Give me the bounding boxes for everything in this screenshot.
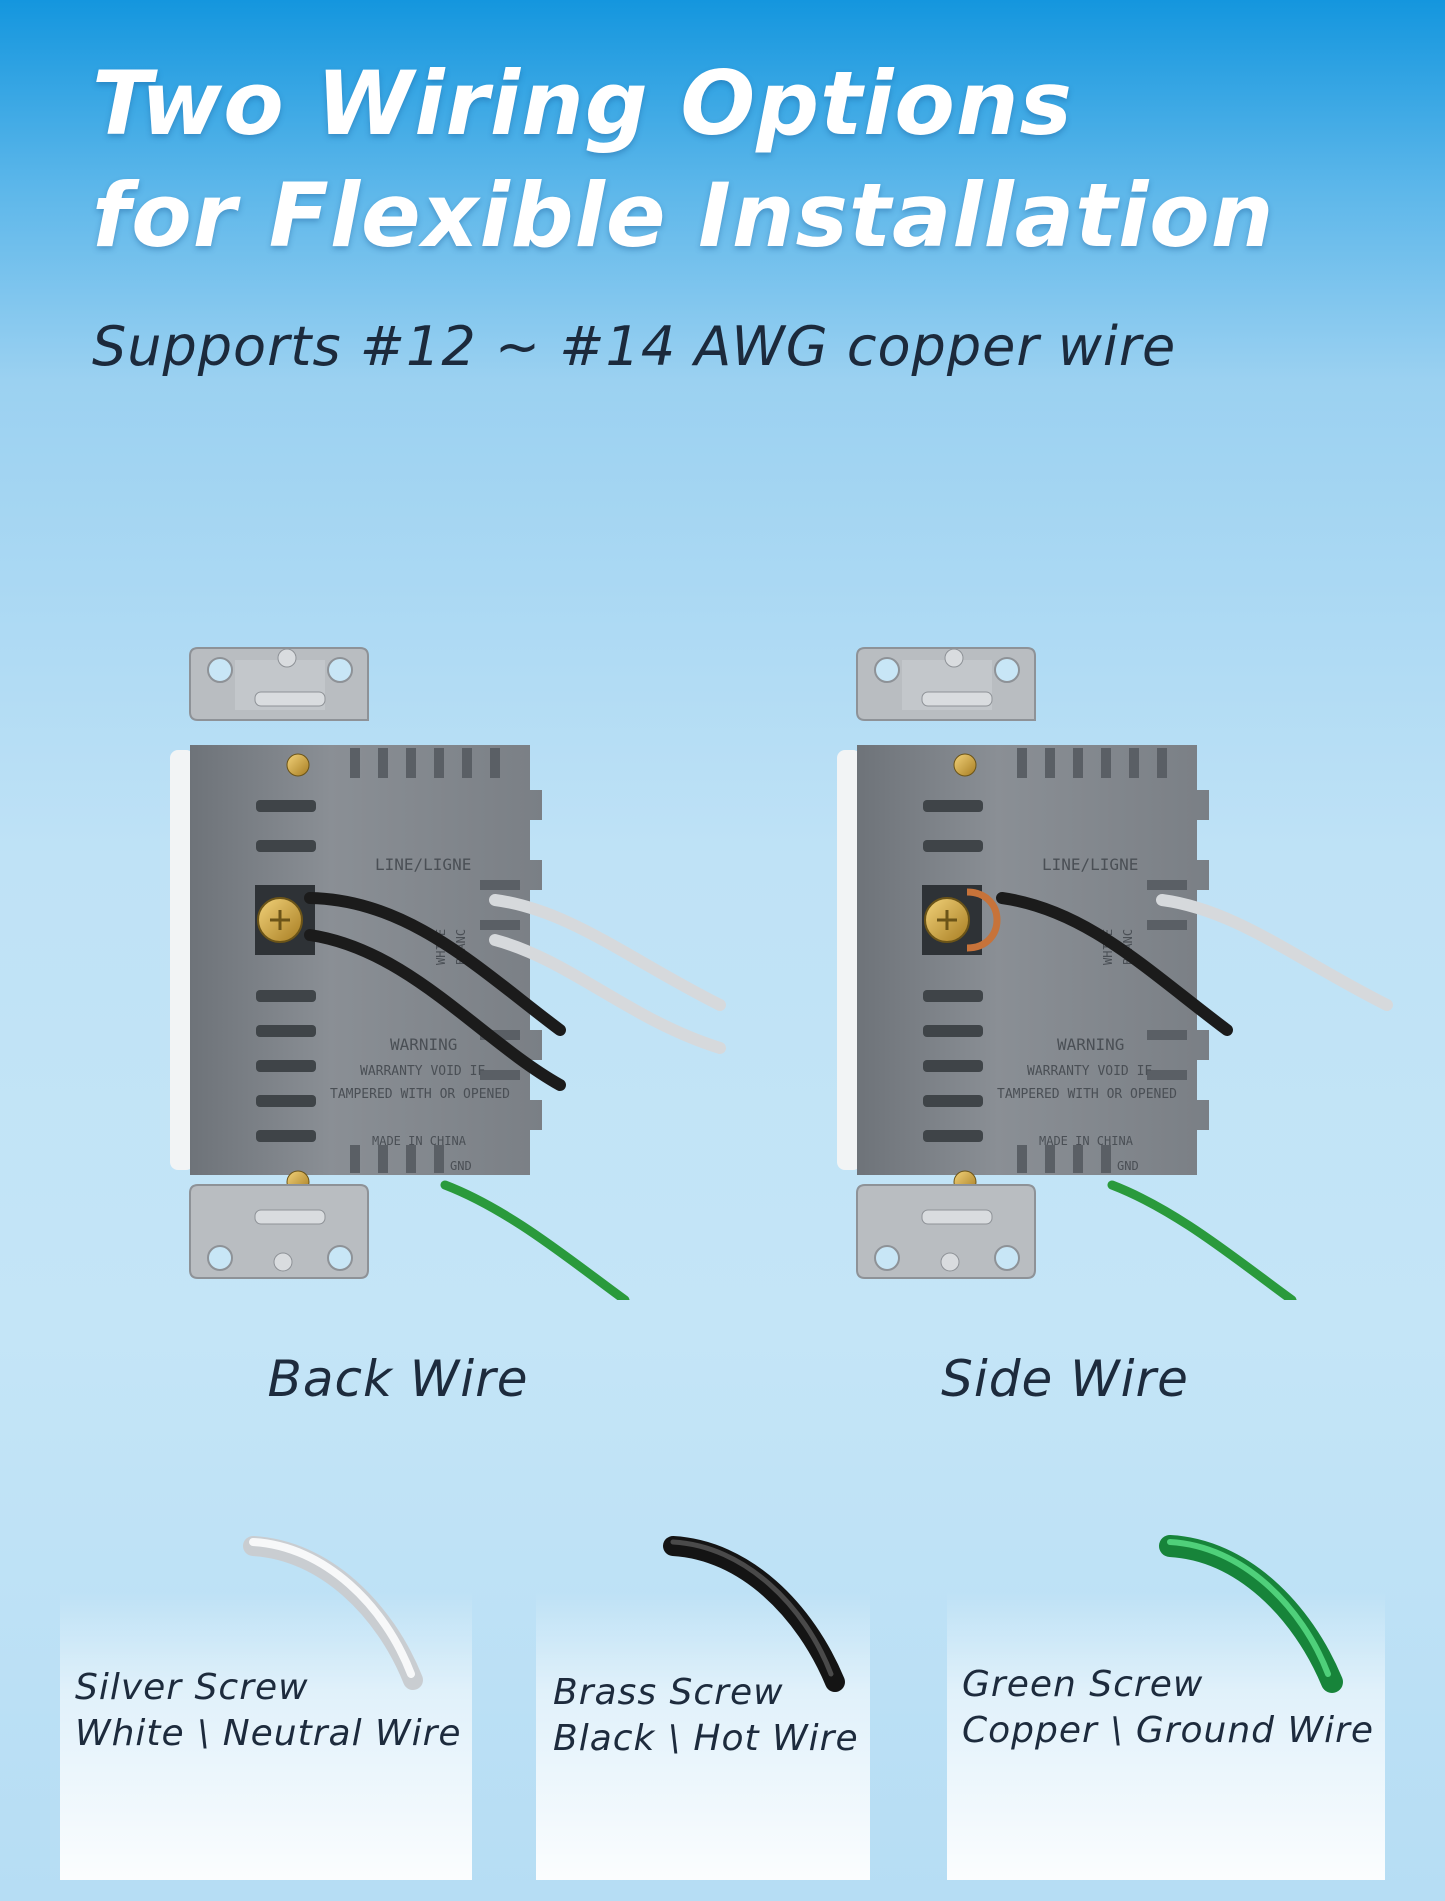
legend-hot-text: Brass Screw Black \ Hot Wire [553,1670,859,1762]
legend-ground-text: Green Screw Copper \ Ground Wire [962,1662,1374,1754]
subtitle: Supports #12 ~ #14 AWG copper wire [92,315,1177,378]
legend-hot-wire: Black \ Hot Wire [553,1718,859,1759]
page-title: Two Wiring Options for Flexible Installa… [92,48,1274,272]
side-wire-receptacle-image: LINE/LIGNE WHITE BLANC WARNING WARRANTY … [837,647,1393,1300]
back-wire-receptacle-image: LINE/LIGNE WHITE BLANC WARNING WARRANTY … [170,647,726,1300]
gnd-print: GND [450,1159,472,1173]
legend-hot-screw: Brass Screw [553,1672,784,1713]
made-in-print: MADE IN CHINA [1039,1134,1134,1148]
green-wire-segment-icon [1159,1535,1343,1693]
white-wire-segment-icon [243,1536,423,1690]
warning-print: WARNING [390,1035,457,1054]
legend-neutral-wire: White \ Neutral Wire [75,1713,462,1754]
black-wire-segment-icon [663,1536,845,1692]
legend-ground-screw: Green Screw [962,1664,1204,1705]
line-ligne-print: LINE/LIGNE [375,855,471,874]
side-wire-caption: Side Wire [941,1350,1189,1408]
gnd-print: GND [1117,1159,1139,1173]
back-wire-caption: Back Wire [267,1350,529,1408]
line-ligne-print: LINE/LIGNE [1042,855,1138,874]
legend-ground-wire: Copper \ Ground Wire [962,1710,1375,1751]
title-line-2: for Flexible Installation [92,164,1275,267]
legend-neutral-screw: Silver Screw [75,1667,309,1708]
tampered-print: TAMPERED WITH OR OPENED [330,1087,510,1102]
tampered-print: TAMPERED WITH OR OPENED [997,1087,1177,1102]
warranty-print: WARRANTY VOID IF [1027,1064,1152,1079]
made-in-print: MADE IN CHINA [372,1134,467,1148]
warranty-print: WARRANTY VOID IF [360,1064,485,1079]
legend-neutral-text: Silver Screw White \ Neutral Wire [75,1665,462,1757]
title-line-1: Two Wiring Options [92,52,1073,155]
warning-print: WARNING [1057,1035,1124,1054]
